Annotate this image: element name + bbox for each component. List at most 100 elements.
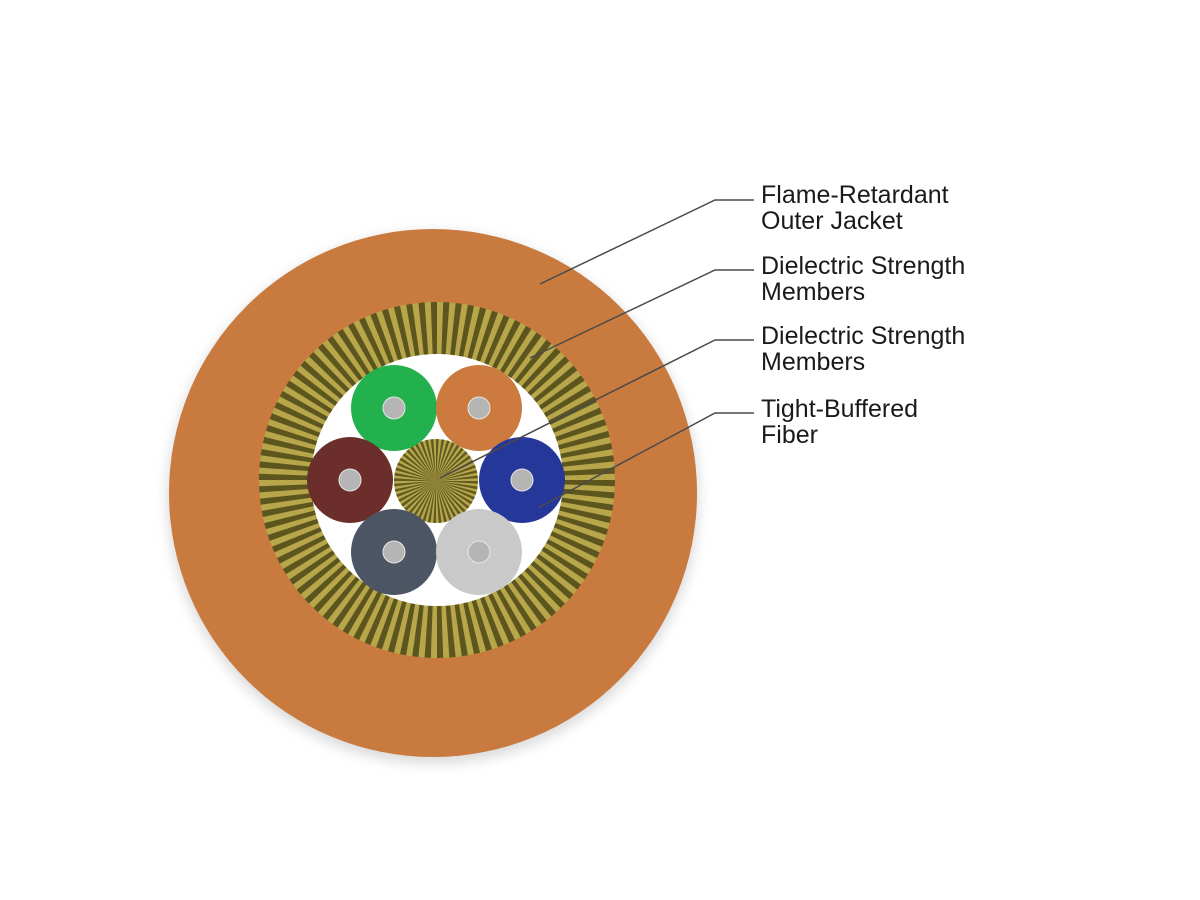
strength-fiber-strand xyxy=(348,322,379,373)
central-member-strand xyxy=(436,481,466,513)
strength-fiber-strand xyxy=(359,317,387,369)
label-strength-members-b-line-2: Members xyxy=(761,348,866,376)
strength-fiber-strand xyxy=(293,370,340,408)
central-strength-member xyxy=(394,439,478,523)
strength-fiber-strand xyxy=(454,602,468,657)
label-outer-jacket: Flame-Retardant Outer Jacket xyxy=(761,182,1161,234)
strength-fiber-strand xyxy=(529,559,574,600)
central-member-strand xyxy=(436,440,450,481)
strength-fiber-strand xyxy=(342,585,375,635)
strength-fiber-strand xyxy=(300,360,345,401)
strength-fiber-strand xyxy=(262,436,317,455)
central-member-strand xyxy=(436,442,455,481)
strength-fiber-strand xyxy=(267,518,321,541)
strength-fiber-strand xyxy=(471,597,492,652)
strength-fiber-strand xyxy=(557,505,612,524)
central-member-strand xyxy=(436,455,471,481)
strength-fiber-strand xyxy=(418,302,429,357)
strength-fiber-strand xyxy=(289,549,337,585)
central-member-strand xyxy=(394,472,436,481)
strength-fiber-strand xyxy=(327,336,365,383)
central-member-strand xyxy=(417,481,436,520)
central-member-strand xyxy=(415,443,436,481)
strength-fiber-strand xyxy=(370,312,395,365)
strength-fiber-strand xyxy=(265,425,320,446)
strength-fiber-strand xyxy=(332,580,368,628)
strength-fiber-strand xyxy=(554,514,609,535)
strength-fiber-strand xyxy=(322,575,361,621)
central-member-strand xyxy=(408,481,436,515)
strength-fiber-strand xyxy=(437,603,444,658)
strength-fiber-strand xyxy=(560,480,615,487)
strength-fiber-strand xyxy=(537,375,585,411)
strength-fiber-strand xyxy=(286,380,335,415)
label-strength-members-a: Dielectric Strength Members xyxy=(761,253,1161,305)
central-member-strand xyxy=(436,481,442,523)
central-member-strand xyxy=(436,439,439,481)
strength-fiber-strand xyxy=(450,303,462,358)
strength-fiber-strand xyxy=(467,307,487,361)
label-strength-members-b: Dielectric Strength Members xyxy=(761,323,1161,375)
central-member-strand xyxy=(402,453,436,481)
strength-fiber-strand xyxy=(296,556,342,595)
strength-fiber-strand xyxy=(264,510,318,530)
leader-line-strength-members-b xyxy=(439,339,754,479)
strength-fiber-strand xyxy=(559,497,614,511)
central-member-strand xyxy=(394,481,436,487)
strength-fiber-strand xyxy=(506,332,542,380)
strength-fiber-strand xyxy=(560,488,615,499)
strength-fiber-strand xyxy=(445,603,456,658)
strength-fiber-strand xyxy=(259,461,314,472)
central-member-strand xyxy=(395,467,436,481)
central-member-strand xyxy=(427,481,436,523)
strength-fiber-strand xyxy=(552,522,605,547)
leader-line-outer-jacket xyxy=(539,199,754,285)
fiber-core-slate xyxy=(382,540,406,564)
strength-fiber-strand xyxy=(277,534,328,564)
strength-fiber-strand xyxy=(550,407,602,434)
strength-fiber-strand xyxy=(259,484,314,493)
fiber-core-white xyxy=(467,540,491,564)
central-member-strand xyxy=(436,475,478,481)
strength-fiber-strand xyxy=(259,473,314,480)
strength-fiber-strand xyxy=(304,563,348,604)
central-member-strand xyxy=(401,481,436,507)
strength-fiber-strand xyxy=(539,545,588,580)
leader-line-tight-buffered-fiber xyxy=(537,412,754,509)
strength-fiber-strand xyxy=(499,325,532,375)
fiber-bundle xyxy=(307,365,565,595)
strength-fiber-strand xyxy=(544,538,595,569)
strength-fiber-strand xyxy=(534,552,581,590)
strength-fiber-strand xyxy=(542,385,592,418)
strength-fiber-strand xyxy=(382,308,403,363)
strength-fiber-strand xyxy=(260,493,315,505)
central-member-strand xyxy=(436,481,447,523)
strength-fiber-strand xyxy=(412,602,424,657)
label-outer-jacket-line-2: Outer Jacket xyxy=(761,207,903,235)
strength-fiber-strand xyxy=(462,600,481,655)
strength-fiber-strand xyxy=(272,526,324,553)
strength-fiber-strand xyxy=(261,501,316,517)
strength-fiber-strand xyxy=(487,591,515,643)
central-member-strand xyxy=(436,481,453,521)
strength-fiber-strand xyxy=(509,577,547,624)
central-member-strand xyxy=(394,478,436,481)
strength-fiber-strand xyxy=(376,596,399,650)
fiber-core-blue xyxy=(510,468,534,492)
label-tight-buffered-fiber: Tight-Buffered Fiber xyxy=(761,396,1161,448)
strength-fiber-strand xyxy=(387,599,407,653)
central-member-strand xyxy=(433,481,436,523)
strength-fiber-strand xyxy=(430,302,437,357)
central-member-strand xyxy=(399,457,436,481)
central-member-strand xyxy=(436,481,473,505)
strength-fiber-strand xyxy=(406,303,420,358)
strength-fiber-strand xyxy=(364,593,391,645)
strength-fiber-strand xyxy=(520,347,561,391)
strength-fiber-strand xyxy=(548,530,600,558)
central-member-strand xyxy=(397,462,436,481)
strength-fiber-strand xyxy=(400,601,416,656)
strength-fiber-strand xyxy=(282,542,332,575)
central-member-strand xyxy=(404,481,436,511)
leader-line-strength-members-a xyxy=(529,269,754,359)
